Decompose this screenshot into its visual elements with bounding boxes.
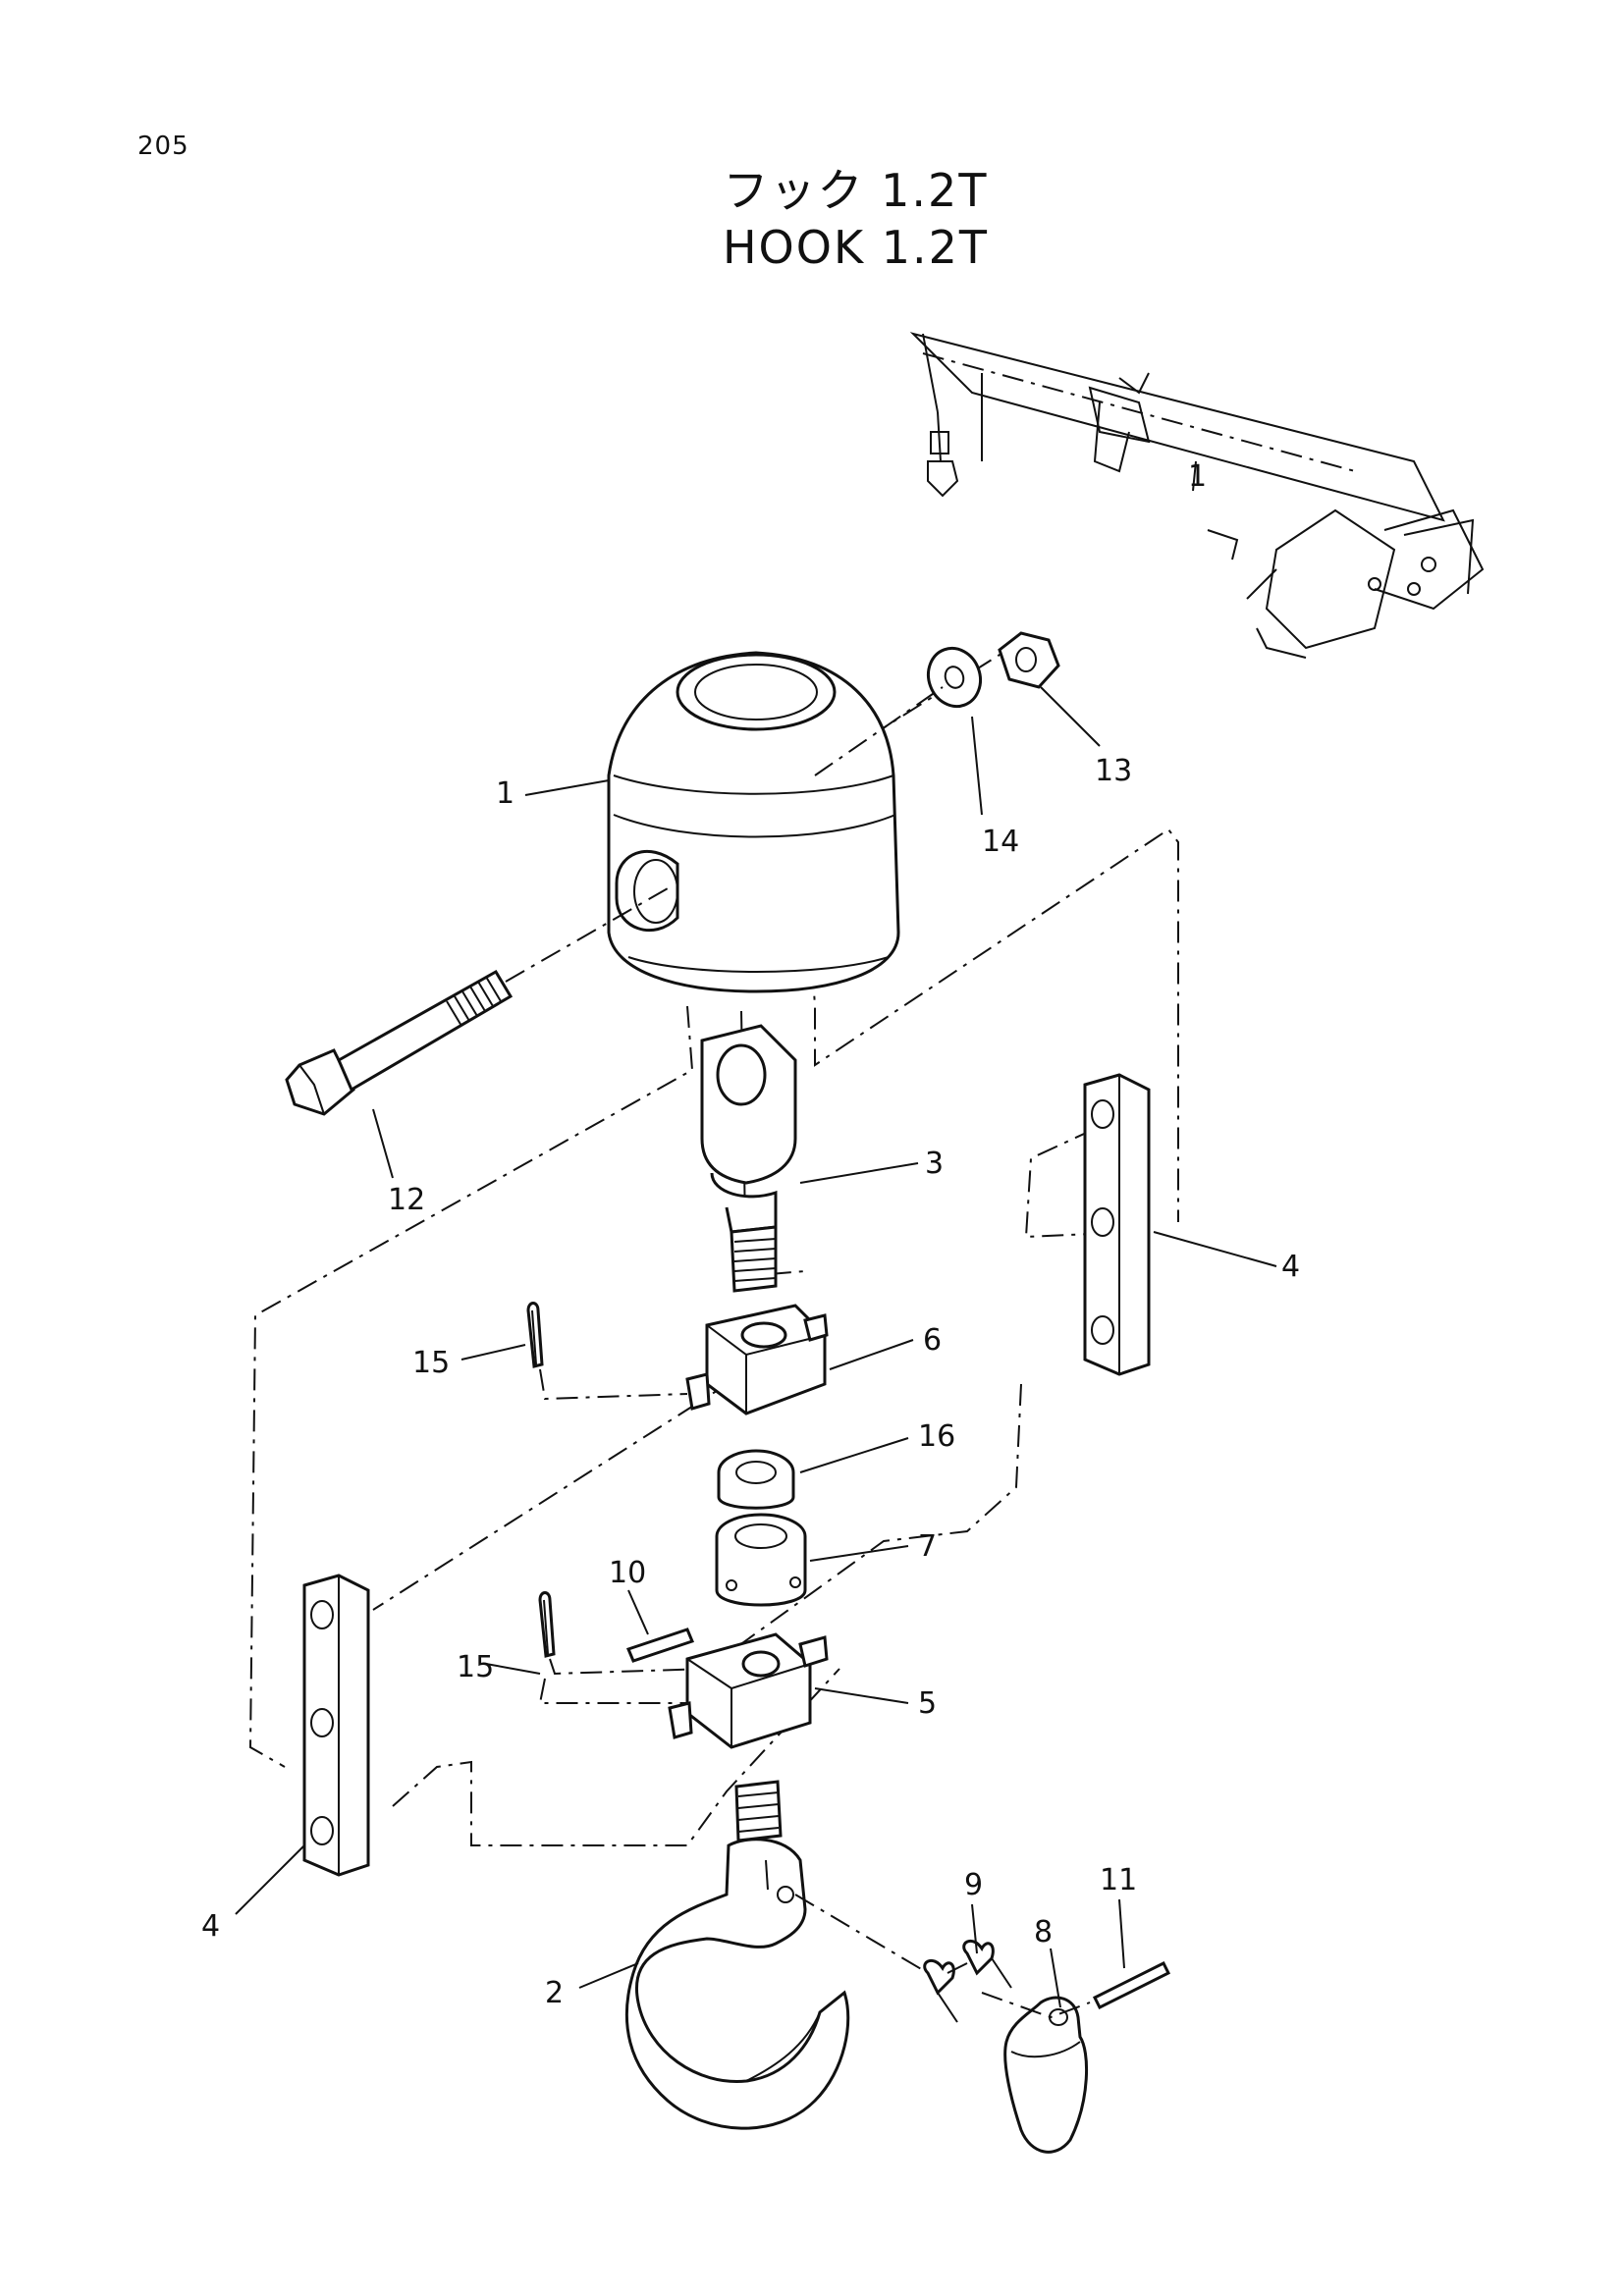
callout-8: 8	[1034, 1915, 1053, 1949]
part-14-washer	[927, 646, 982, 709]
callout-labels: 1 2 3 4 4 5 6 7 8 9 10 11 12 13 14 15 15…	[201, 754, 1300, 2010]
part-10-pin	[625, 1628, 695, 1663]
callout-14: 14	[982, 825, 1019, 859]
part-9-spring	[923, 1939, 1012, 2023]
callout-12: 12	[388, 1183, 425, 1217]
callout-16: 16	[918, 1419, 955, 1454]
part-4-side-plate-right	[1083, 1073, 1151, 1376]
callout-13: 13	[1095, 754, 1132, 788]
part-2-hook	[624, 1780, 850, 2130]
part-16-thrust-bearing	[717, 1449, 795, 1510]
callout-11: 11	[1100, 1863, 1137, 1897]
part-7-hook-nut	[715, 1513, 807, 1607]
part-5-lower-crosshead	[668, 1632, 829, 1749]
title-english: HOOK 1.2T	[722, 221, 990, 274]
callout-9: 9	[964, 1868, 983, 1902]
part-15-cotter-pin-lower	[538, 1591, 556, 1658]
part-15-cotter-pin-upper	[526, 1302, 544, 1368]
title-block: フック 1.2T HOOK 1.2T	[0, 162, 1623, 276]
part-8-latch	[1003, 1996, 1088, 2154]
callout-1: 1	[496, 776, 514, 811]
page-number: 205	[137, 132, 189, 161]
part-12-bolt	[285, 887, 669, 1116]
callout-6: 6	[923, 1323, 942, 1358]
callout-10: 10	[609, 1556, 646, 1590]
callout-5: 5	[918, 1686, 937, 1721]
part-3-swivel-eye	[700, 1024, 797, 1293]
callout-15-lower: 15	[457, 1650, 494, 1684]
callout-4-left: 4	[201, 1909, 220, 1944]
title-japanese: フック 1.2T	[723, 164, 989, 217]
part-6-upper-crosshead	[685, 1304, 829, 1415]
location-inset: 1	[909, 332, 1485, 659]
part-11-pin	[1092, 1960, 1171, 2010]
part-4-side-plate-left	[302, 1574, 370, 1877]
part-13-nut	[998, 631, 1060, 689]
callout-4-right: 4	[1281, 1250, 1300, 1284]
callout-leaders	[235, 686, 1277, 2008]
part-1-hook-block	[607, 651, 900, 993]
callout-7: 7	[918, 1529, 937, 1564]
inset-label: 1	[1188, 459, 1207, 494]
callout-15-upper: 15	[412, 1346, 450, 1380]
callout-2: 2	[545, 1976, 564, 2010]
callout-3: 3	[925, 1147, 944, 1181]
